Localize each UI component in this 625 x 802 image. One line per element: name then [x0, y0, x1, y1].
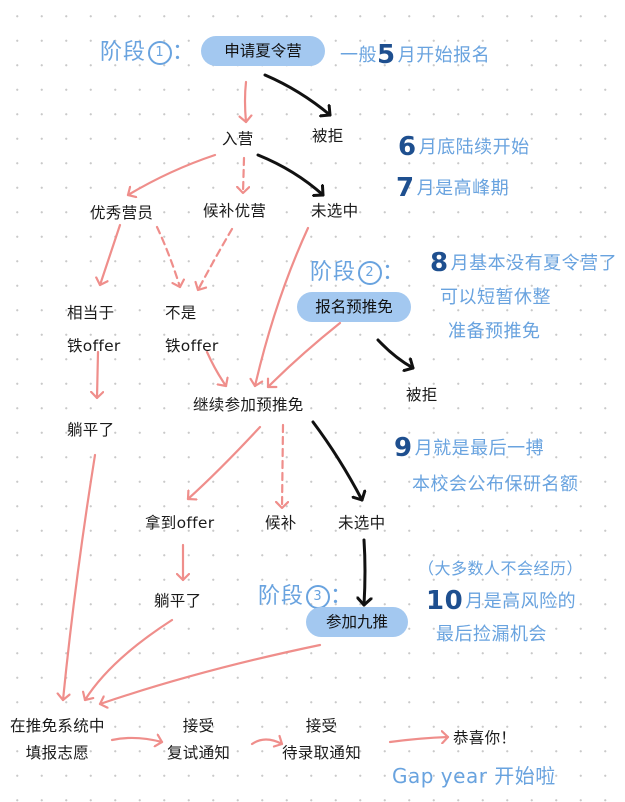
note-aug-line-3: 准备预推免: [448, 321, 541, 342]
note-may-number: 5: [377, 40, 396, 70]
note-june-text: 月底陆续开始: [418, 137, 530, 158]
note-june-number: 6: [398, 132, 417, 162]
arrow-waitlist-to-not: [198, 227, 234, 292]
note-oct-number: 10: [426, 586, 464, 616]
arrow-equivalent-to-relax: [97, 350, 98, 400]
arrow-continue-to-notselected: [311, 420, 362, 502]
arrow-continue-to-waitlist: [282, 423, 283, 510]
note-july-number: 7: [396, 173, 415, 203]
arrow-admitted-to-notselected: [256, 153, 325, 195]
arrow-system-to-retest: [110, 738, 164, 742]
node-rejected-2: 被拒: [406, 386, 438, 404]
equivalent-line-2: 铁offer: [67, 337, 121, 355]
node-equivalent-iron-offer: 相当于 铁offer: [67, 297, 121, 363]
node-apply-summer-camp: 申请夏令营: [201, 36, 325, 66]
node-join-nine-exemption: 参加九推: [306, 607, 408, 637]
note-sep-line-2: 本校会公布保研名额: [412, 474, 579, 495]
fill-system-line-1: 在推免系统中: [10, 717, 105, 735]
arrow-admitted-to-waitlist: [243, 156, 244, 195]
stage-1-number: 1: [148, 41, 173, 65]
fill-system-line-2: 填报志愿: [25, 744, 89, 762]
note-aug-line-2: 可以短暂休整: [440, 287, 551, 308]
node-accept-retest: 接受 复试通知: [167, 713, 230, 767]
arrow-continue-to-offer: [186, 425, 262, 499]
node-relax-1: 躺平了: [67, 421, 115, 439]
note-sep-number: 9: [394, 433, 413, 463]
node-got-offer: 拿到offer: [145, 514, 215, 532]
note-sep-text: 月就是最后一搏: [414, 438, 545, 459]
node-not-selected-1: 未选中: [311, 202, 359, 220]
arrow-relax2-to-system: [85, 618, 174, 702]
stage-1-text: 阶段: [100, 40, 147, 65]
accept-admission-line-1: 接受: [305, 717, 338, 735]
accept-admission-line-2: 待录取通知: [282, 744, 362, 762]
stage-3-number: 3: [306, 585, 331, 609]
node-continue-pre-exemption: 继续参加预推免: [193, 396, 304, 414]
note-oct-text: 月是高风险的: [465, 591, 577, 612]
node-admitted-camp: 入营: [222, 130, 254, 148]
equivalent-line-1: 相当于: [67, 304, 115, 322]
stage-3-colon: ：: [330, 584, 354, 609]
arrow-preexempt-to-continue: [266, 321, 342, 387]
note-may-text: 月开始报名: [397, 45, 491, 66]
node-rejected-1: 被拒: [312, 127, 344, 145]
note-aug-number: 8: [430, 248, 449, 278]
arrow-retest-to-admission: [250, 740, 284, 745]
note-oct-aside: （大多数人不会经历）: [418, 559, 584, 578]
node-congrats: 恭喜你！: [453, 729, 517, 747]
arrow-admitted-to-excellent: [126, 153, 217, 195]
arrow-apply-to-admitted: [245, 80, 246, 124]
stage-2-colon: ：: [382, 260, 406, 285]
arrow-excellent-to-not: [155, 225, 180, 289]
arrow-apply-to-rejected: [263, 73, 332, 115]
stage-2-text: 阶段: [310, 260, 357, 285]
stage-1-colon: ：: [172, 40, 196, 65]
node-waitlist-excellent: 候补优营: [203, 202, 267, 220]
note-oct-line-2: 最后捡漏机会: [436, 624, 547, 645]
arrow-preexempt-to-rejected: [376, 338, 415, 368]
node-relax-2: 躺平了: [154, 592, 202, 610]
stage-2-number: 2: [358, 261, 383, 285]
arrow-not-to-continue: [205, 350, 226, 388]
arrow-excellent-to-equivalent: [100, 223, 122, 287]
arrow-notselected-to-nine: [364, 538, 365, 607]
accept-retest-line-2: 复试通知: [167, 744, 231, 762]
note-aug-text: 月基本没有夏令营了: [450, 253, 618, 274]
node-excellent-camper: 优秀营员: [90, 204, 154, 222]
arrow-notselected-to-continue: [255, 226, 310, 388]
note-gap-year: Gap year 开始啦: [392, 764, 556, 788]
accept-retest-line-1: 接受: [182, 717, 215, 735]
node-waitlist: 候补: [265, 514, 297, 532]
stage-3-text: 阶段: [258, 584, 305, 609]
note-may-prefix: 一般: [340, 45, 377, 66]
arrow-nine-to-system: [98, 643, 322, 704]
node-fill-system: 在推免系统中 填报志愿: [10, 713, 105, 767]
arrow-relax1-to-system: [63, 453, 97, 702]
node-not-selected-2: 未选中: [338, 514, 386, 532]
note-july-text: 月是高峰期: [416, 178, 510, 199]
arrow-admission-to-congrats: [388, 737, 450, 742]
node-apply-pre-exemption: 报名预推免: [297, 292, 411, 322]
not-line-1: 不是: [165, 304, 197, 322]
node-not-iron-offer: 不是 铁offer: [165, 297, 219, 363]
node-accept-admission: 接受 待录取通知: [282, 713, 361, 767]
not-line-2: 铁offer: [165, 337, 219, 355]
